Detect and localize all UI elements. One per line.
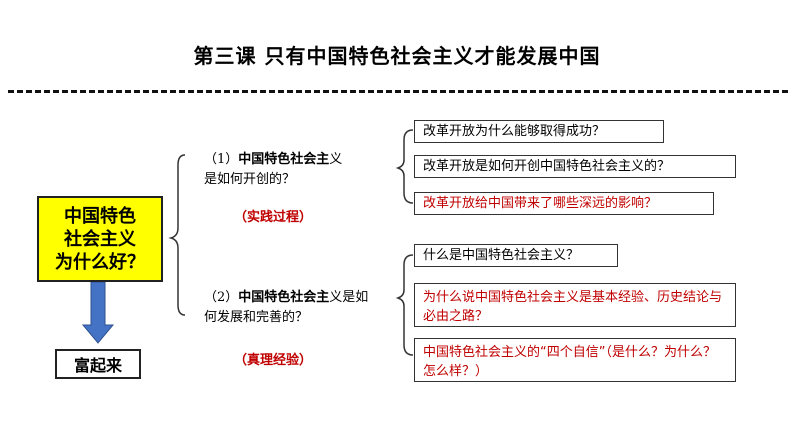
sub-question-text: 中国特色社会主义的“四个自信”（是什么？为什么？怎么样？） bbox=[423, 345, 716, 379]
core-line: 社会主义 bbox=[64, 228, 136, 250]
core-line: 为什么好？ bbox=[55, 251, 145, 273]
question-rest: 义是如何开创的？ bbox=[204, 152, 343, 187]
branch-question-2: （2）中国特色社会主义是如何发展和完善的？ bbox=[204, 288, 374, 328]
sub-question-box-highlight: 改革开放给中国带来了哪些深远的影响？ bbox=[414, 192, 714, 215]
question-strong: 中国特色社会主 bbox=[238, 152, 330, 167]
question-number: （2） bbox=[204, 290, 239, 305]
branch-question-1: （1）中国特色社会主义是如何开创的？ bbox=[204, 150, 354, 190]
question-number: （1） bbox=[204, 152, 239, 167]
sub-question-box: 改革开放为什么能够取得成功？ bbox=[414, 120, 664, 143]
upper-bracket bbox=[395, 129, 414, 204]
branch-tag-1: （实践过程） bbox=[234, 210, 313, 225]
down-arrow bbox=[81, 281, 115, 344]
sub-question-box-highlight: 为什么说中国特色社会主义是基本经验、历史结论与必由之路？ bbox=[414, 283, 736, 327]
branch-tag-2: （真理经验） bbox=[234, 353, 313, 368]
sub-question-box: 改革开放是如何开创中国特色社会主义的？ bbox=[414, 155, 736, 178]
sub-question-box: 什么是中国特色社会主义？ bbox=[414, 244, 618, 267]
sub-question-text: 为什么说中国特色社会主义是基本经验、历史结论与必由之路？ bbox=[423, 290, 723, 324]
core-question-box: 中国特色 社会主义 为什么好？ bbox=[37, 196, 163, 282]
dashed-divider bbox=[8, 90, 788, 93]
question-rest: 义是如何发展和完善的？ bbox=[204, 290, 369, 325]
result-box: 富起来 bbox=[55, 349, 141, 379]
main-bracket bbox=[168, 154, 186, 316]
sub-question-text: 什么是中国特色社会主义？ bbox=[423, 248, 580, 263]
sub-question-text: 改革开放给中国带来了哪些深远的影响？ bbox=[423, 196, 658, 211]
core-line: 中国特色 bbox=[64, 205, 136, 227]
sub-question-text: 改革开放是如何开创中国特色社会主义的？ bbox=[423, 159, 671, 174]
sub-question-text: 改革开放为什么能够取得成功？ bbox=[423, 124, 606, 139]
lower-bracket bbox=[395, 254, 414, 356]
question-strong: 中国特色社会主 bbox=[238, 290, 330, 305]
page-title: 第三课 只有中国特色社会主义才能发展中国 bbox=[193, 44, 601, 68]
sub-question-box-highlight: 中国特色社会主义的“四个自信”（是什么？为什么？怎么样？） bbox=[414, 338, 736, 382]
